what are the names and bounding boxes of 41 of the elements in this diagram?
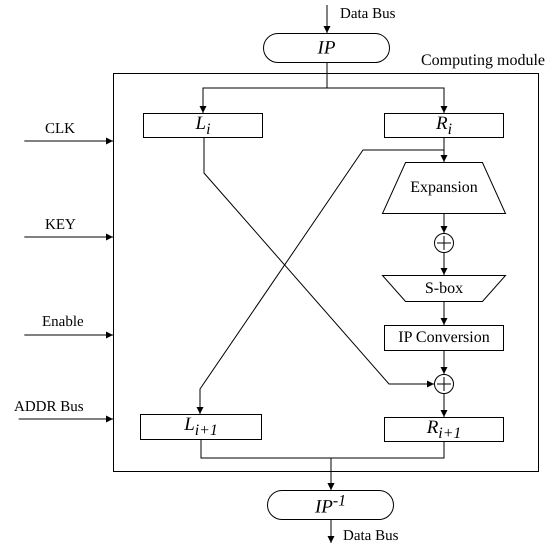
arrow <box>24 332 114 338</box>
arrow <box>24 138 114 144</box>
trapezoid-shape <box>382 162 506 214</box>
signal-label: Data Bus <box>343 529 398 544</box>
arrow <box>440 302 448 326</box>
block-label: IP Conversion <box>397 330 491 346</box>
signal-label: Enable <box>42 315 84 330</box>
variable-label: IP <box>316 38 336 58</box>
variable-label: R$_{i+1}$ <box>426 418 462 442</box>
arrow <box>440 252 448 276</box>
arrow <box>18 416 114 422</box>
arrow <box>24 234 114 240</box>
signal-label: KEY <box>45 218 76 233</box>
process-box <box>143 113 263 138</box>
process-box <box>384 417 504 442</box>
arrow <box>440 214 448 234</box>
signal-label: CLK <box>45 122 75 137</box>
terminal-shape <box>267 490 394 520</box>
xor-symbol <box>434 233 454 253</box>
block-label: Expansion <box>409 180 479 196</box>
signal-label: ADDR Bus <box>14 400 84 415</box>
arrow <box>440 394 448 418</box>
process-box <box>384 113 504 138</box>
arrow <box>324 4 330 34</box>
block-label: S-box <box>424 280 464 296</box>
process-box <box>384 325 504 351</box>
signal-label: Data Bus <box>340 7 396 22</box>
variable-label: R$_{i}$ <box>434 114 453 138</box>
variable-label: L$_{i+1}$ <box>183 415 219 439</box>
arrow <box>326 62 448 114</box>
module-title: Computing module <box>421 53 545 69</box>
variable-label: L$_{i}$ <box>194 114 212 138</box>
arrow <box>328 442 444 490</box>
arrow <box>328 520 334 544</box>
arrow <box>204 138 434 388</box>
process-box <box>140 414 262 440</box>
terminal-shape <box>263 33 390 63</box>
variable-label: IP$^{-1}$ <box>314 493 348 517</box>
arrow <box>440 350 448 374</box>
trapezoid-shape <box>382 275 506 302</box>
xor-symbol <box>434 374 454 394</box>
